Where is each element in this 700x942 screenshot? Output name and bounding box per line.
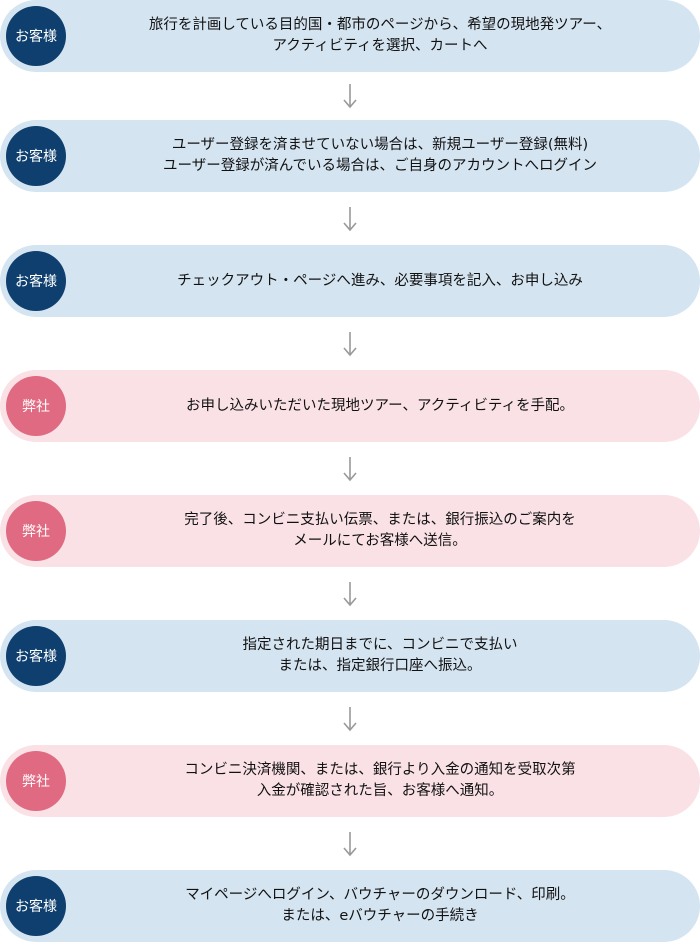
step-text: 指定された期日までに、コンビニで支払い または、指定銀行口座へ振込。: [242, 637, 518, 674]
step-5: 弊社 完了後、コンビニ支払い伝票、または、銀行振込のご案内を メールにてお客様へ送…: [0, 495, 700, 567]
step-7: 弊社 コンビニ決済機関、または、銀行より入金の通知を受取次第 入金が確認された旨、…: [0, 745, 700, 817]
down-arrow-icon: [343, 456, 357, 481]
step-text: コンビニ決済機関、または、銀行より入金の通知を受取次第 入金が確認された旨、お客…: [184, 762, 576, 799]
step-text: お申し込みいただいた現地ツアー、アクティビティを手配。: [185, 397, 575, 414]
actor-badge: 弊社: [6, 376, 66, 436]
step-3: お客様 チェックアウト・ページへ進み、必要事項を記入、お申し込み: [0, 245, 700, 317]
step-8: お客様 マイページへログイン、バウチャーのダウンロード、印刷。 または、eバウチャ…: [0, 870, 700, 942]
step-text: チェックアウト・ページへ進み、必要事項を記入、お申し込み: [177, 272, 583, 289]
actor-badge: 弊社: [6, 501, 66, 561]
step-text: マイページへログイン、バウチャーのダウンロード、印刷。 または、eバウチャーの手…: [185, 887, 575, 924]
down-arrow-icon: [343, 84, 357, 109]
step-6: お客様 指定された期日までに、コンビニで支払い または、指定銀行口座へ振込。: [0, 620, 700, 692]
step-2: お客様 ユーザー登録を済ませていない場合は、新規ユーザー登録(無料) ユーザー登録…: [0, 120, 700, 192]
down-arrow-icon: [343, 581, 357, 606]
down-arrow-icon: [343, 206, 357, 231]
down-arrow-icon: [343, 831, 357, 856]
actor-badge: お客様: [6, 251, 66, 311]
down-arrow-icon: [343, 331, 357, 356]
actor-badge: お客様: [6, 126, 66, 186]
actor-badge: 弊社: [6, 751, 66, 811]
actor-badge: お客様: [6, 6, 66, 66]
step-text: 完了後、コンビニ支払い伝票、または、銀行振込のご案内を メールにてお客様へ送信。: [184, 512, 576, 549]
step-4: 弊社 お申し込みいただいた現地ツアー、アクティビティを手配。: [0, 370, 700, 442]
step-1: お客様 旅行を計画している目的国・都市のページから、希望の現地発ツアー、 アクティ…: [0, 0, 700, 72]
step-text: 旅行を計画している目的国・都市のページから、希望の現地発ツアー、 アクティビティ…: [148, 17, 612, 54]
step-text: ユーザー登録を済ませていない場合は、新規ユーザー登録(無料) ユーザー登録が済ん…: [163, 137, 597, 174]
actor-badge: お客様: [6, 626, 66, 686]
actor-badge: お客様: [6, 876, 66, 936]
down-arrow-icon: [343, 706, 357, 731]
